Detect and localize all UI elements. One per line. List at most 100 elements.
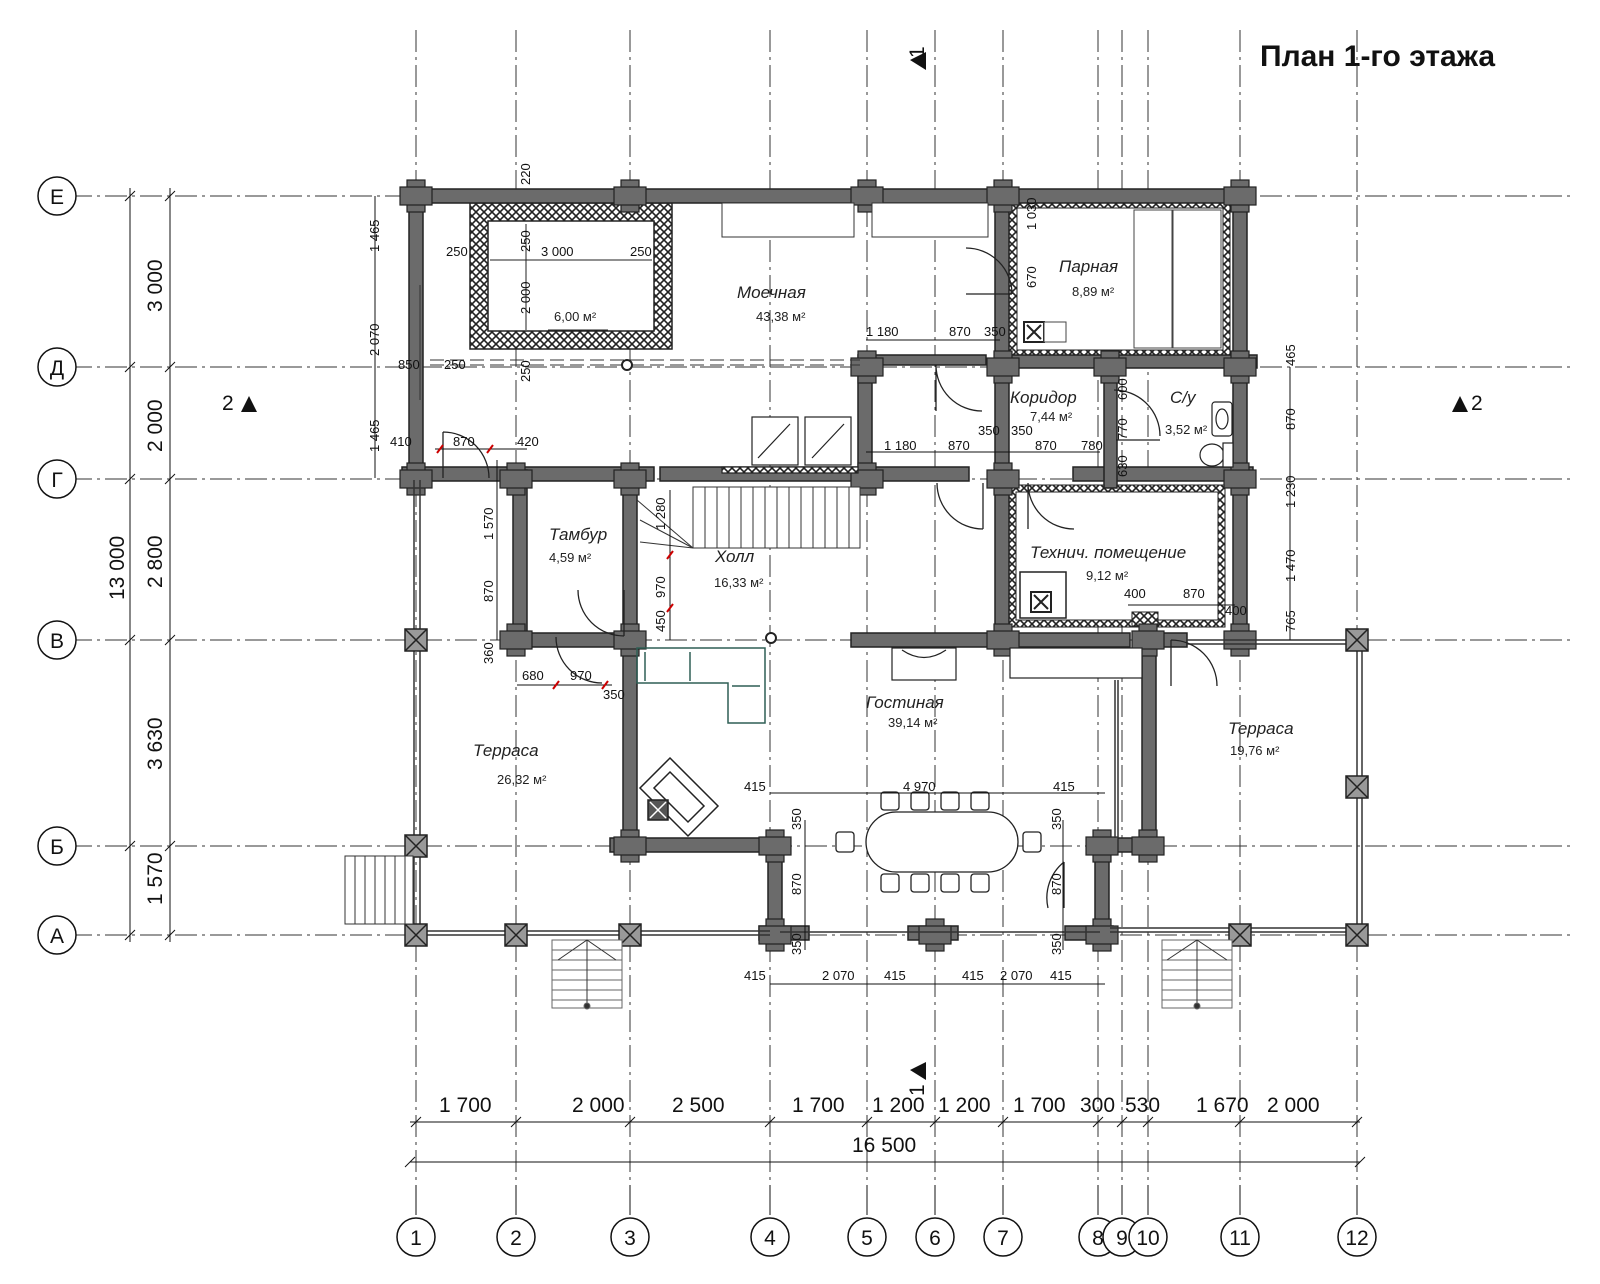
page-title: План 1-го этажа xyxy=(1260,40,1496,73)
svg-text:300: 300 xyxy=(1080,1094,1115,1117)
svg-text:530: 530 xyxy=(1125,1094,1160,1117)
section-marks: 1 1 2 2 xyxy=(222,46,1483,1096)
svg-text:420: 420 xyxy=(517,434,539,449)
svg-text:250: 250 xyxy=(446,244,468,259)
svg-text:870: 870 xyxy=(481,580,496,602)
svg-text:870: 870 xyxy=(453,434,475,449)
svg-text:780: 780 xyxy=(1081,438,1103,453)
main-stair xyxy=(636,486,861,549)
tv-stand xyxy=(891,647,1143,681)
svg-text:1 180: 1 180 xyxy=(866,324,899,339)
svg-text:450: 450 xyxy=(653,610,668,632)
svg-text:400: 400 xyxy=(1225,603,1247,618)
axis-bubble-col xyxy=(496,1217,536,1257)
axis-bubble-row xyxy=(37,826,77,866)
fireplace-icon xyxy=(638,756,720,838)
svg-text:1 570: 1 570 xyxy=(481,507,496,540)
axis-bubble-col xyxy=(1128,1217,1168,1257)
room-name: Тамбур xyxy=(549,525,607,544)
toilet-fixtures xyxy=(1199,401,1234,468)
svg-text:1 230: 1 230 xyxy=(1283,475,1298,508)
entry-steps-right xyxy=(1161,939,1233,1010)
svg-text:2 000: 2 000 xyxy=(1267,1094,1320,1117)
room-name: Гостиная xyxy=(866,693,944,712)
axis-bubble-col xyxy=(915,1217,955,1257)
room-name: Холл xyxy=(714,547,755,566)
svg-text:3 000: 3 000 xyxy=(144,259,167,312)
svg-text:415: 415 xyxy=(1050,968,1072,983)
svg-text:680: 680 xyxy=(522,668,544,683)
pool-area: 6,00 м² xyxy=(554,309,597,324)
svg-text:415: 415 xyxy=(1053,779,1075,794)
svg-text:1 670: 1 670 xyxy=(1196,1094,1249,1117)
axis-label: Е xyxy=(50,186,64,209)
svg-text:350: 350 xyxy=(984,324,1006,339)
room-name: Технич. помещение xyxy=(1030,543,1186,562)
room-area: 16,33 м² xyxy=(714,575,764,590)
axis-label: 3 xyxy=(624,1227,636,1250)
axis-label: 6 xyxy=(929,1227,941,1250)
wash-benches xyxy=(419,202,989,400)
svg-text:870: 870 xyxy=(1283,408,1298,430)
axis-bubble-col xyxy=(1337,1217,1377,1257)
svg-text:870: 870 xyxy=(789,873,804,895)
dining-table xyxy=(835,791,1042,893)
svg-text:870: 870 xyxy=(1035,438,1057,453)
svg-text:970: 970 xyxy=(653,576,668,598)
room-area: 43,38 м² xyxy=(756,309,806,324)
svg-text:2 000: 2 000 xyxy=(144,399,167,452)
svg-text:1 570: 1 570 xyxy=(144,852,167,905)
axis-bubble-col xyxy=(750,1217,790,1257)
axis-bubble-row xyxy=(37,459,77,499)
total-width: 16 500 xyxy=(852,1134,916,1157)
axis-bubble-col xyxy=(983,1217,1023,1257)
svg-text:870: 870 xyxy=(948,438,970,453)
entry-steps-left xyxy=(344,855,414,925)
axis-label: 1 xyxy=(410,1227,422,1250)
axis-label: В xyxy=(50,630,64,653)
svg-text:250: 250 xyxy=(444,357,466,372)
svg-text:350: 350 xyxy=(789,933,804,955)
room-area: 8,89 м² xyxy=(1072,284,1115,299)
axis-label: 8 xyxy=(1092,1227,1104,1250)
axis-label: 12 xyxy=(1345,1227,1368,1250)
svg-text:350: 350 xyxy=(603,687,625,702)
svg-text:1 200: 1 200 xyxy=(938,1094,991,1117)
axis-bubble-col xyxy=(610,1217,650,1257)
room-area: 4,59 м² xyxy=(549,550,592,565)
svg-text:1 280: 1 280 xyxy=(653,497,668,530)
axis-label: 10 xyxy=(1136,1227,1159,1250)
doors xyxy=(442,247,1218,909)
svg-text:1 030: 1 030 xyxy=(1024,197,1039,230)
svg-text:2 000: 2 000 xyxy=(518,281,533,314)
svg-text:220: 220 xyxy=(518,163,533,185)
svg-text:350: 350 xyxy=(978,423,1000,438)
room-name: Моечная xyxy=(737,283,806,302)
svg-text:850: 850 xyxy=(398,357,420,372)
section-mark-2-left: 2 xyxy=(222,392,234,415)
svg-text:870: 870 xyxy=(1183,586,1205,601)
inner-dimensions: 220 250 3 000 250 250 2 000 250 850 250 … xyxy=(367,163,1298,983)
svg-text:4 970: 4 970 xyxy=(903,779,936,794)
sofa xyxy=(636,647,766,724)
room-name: Парная xyxy=(1059,257,1118,276)
left-dimensions: 3 000 2 000 2 800 3 630 1 570 13 000 xyxy=(106,259,167,905)
svg-text:1 465: 1 465 xyxy=(367,219,382,252)
room-area: 26,32 м² xyxy=(497,772,547,787)
svg-text:3 000: 3 000 xyxy=(541,244,574,259)
svg-text:1 700: 1 700 xyxy=(439,1094,492,1117)
section-mark-2-right: 2 xyxy=(1471,392,1483,415)
bottom-dimensions: 1 700 2 000 2 500 1 700 1 200 1 200 1 70… xyxy=(439,1094,1320,1157)
axis-label: Г xyxy=(51,469,62,492)
room-labels: Моечная 43,38 м² Парная 8,89 м² Коридор … xyxy=(473,257,1294,787)
svg-text:970: 970 xyxy=(570,668,592,683)
svg-text:870: 870 xyxy=(1049,873,1064,895)
svg-text:415: 415 xyxy=(744,968,766,983)
svg-text:1 700: 1 700 xyxy=(1013,1094,1066,1117)
axis-label: 4 xyxy=(764,1227,776,1250)
room-area: 39,14 м² xyxy=(888,715,938,730)
axis-bubble-col xyxy=(847,1217,887,1257)
svg-text:3 630: 3 630 xyxy=(144,717,167,770)
svg-text:2 500: 2 500 xyxy=(672,1094,725,1117)
axis-label: Б xyxy=(50,836,64,859)
